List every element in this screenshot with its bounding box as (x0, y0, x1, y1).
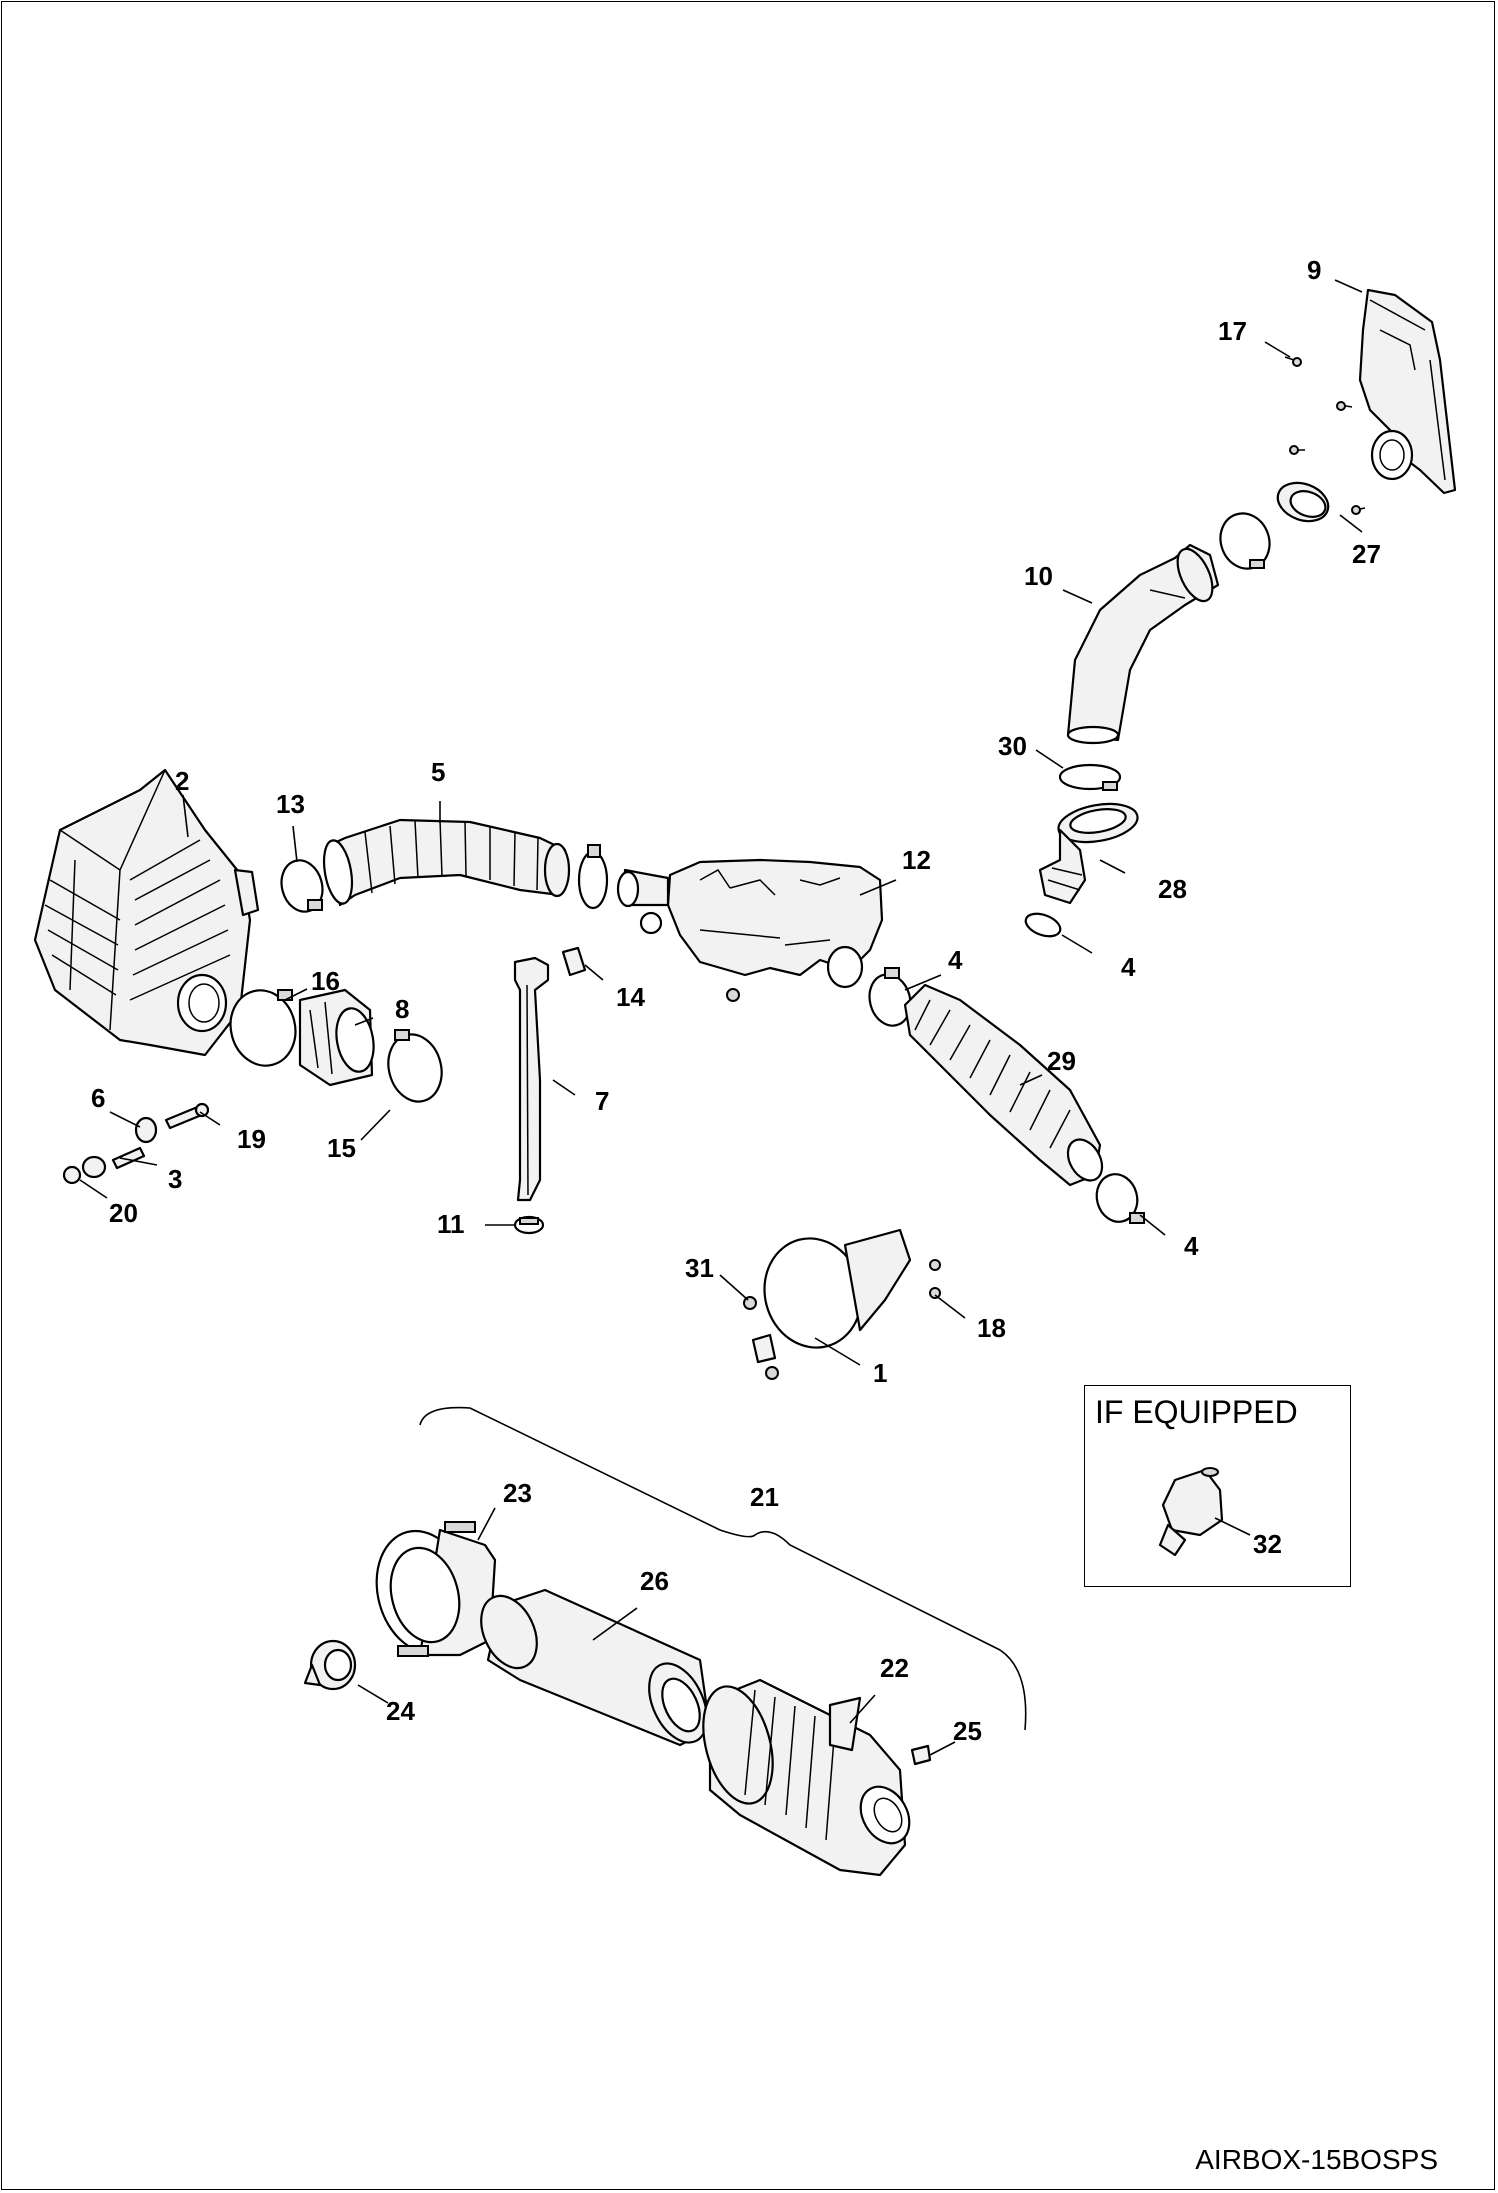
callout-18: 18 (977, 1313, 1006, 1343)
leader-lines (79, 279, 1363, 1756)
part-24-valve (303, 1639, 357, 1691)
callout-14: 14 (616, 982, 645, 1012)
callout-4-upper: 4 (1121, 952, 1136, 982)
callout-13: 13 (276, 789, 305, 819)
part-8-coupler (298, 988, 375, 1087)
callout-23: 23 (503, 1478, 532, 1508)
callout-17: 17 (1218, 316, 1247, 346)
callout-25: 25 (953, 1716, 982, 1746)
part-7-drain-hose (513, 956, 550, 1202)
part-5-intake-hose (322, 818, 571, 907)
callout-12: 12 (902, 845, 931, 875)
part-12-resonator (616, 858, 884, 1002)
callout-15: 15 (327, 1133, 356, 1163)
part-23-precleaner-cover (375, 1521, 497, 1657)
diagram-code: AIRBOX-15BOSPS (1195, 2144, 1438, 2175)
callout-4-mid: 4 (948, 945, 963, 975)
if-equipped-title: IF EQUIPPED (1095, 1394, 1298, 1430)
callout-labels: 9 17 27 10 30 28 4 2 13 5 12 14 4 29 16 … (91, 255, 1381, 1746)
callout-10: 10 (1024, 561, 1053, 591)
part-9-intake-duct (1358, 288, 1457, 495)
part-29-duct-hose (903, 983, 1104, 1187)
hose-clamp-29-upper (868, 967, 912, 1027)
callout-5: 5 (431, 757, 445, 787)
kit-21-bracket (419, 1406, 1027, 1731)
callout-6: 6 (91, 1083, 105, 1113)
callout-9: 9 (1307, 255, 1321, 285)
part-2-airbox (33, 768, 260, 1057)
hose-clamp-28-lower (1024, 912, 1062, 938)
callout-4-lower: 4 (1184, 1231, 1199, 1261)
part-1-mount-bracket (743, 1228, 941, 1380)
part-17-screws (1284, 356, 1366, 515)
callout-24: 24 (386, 1696, 415, 1726)
part-22-air-cleaner-housing (702, 1678, 911, 1877)
part-15-clamp (387, 1029, 443, 1103)
callout-2: 2 (175, 766, 189, 796)
callout-20: 20 (109, 1198, 138, 1228)
part-30-clamp (1058, 763, 1122, 791)
callout-29: 29 (1047, 1046, 1076, 1076)
hose-clamp-29-lower (1095, 1173, 1145, 1224)
callout-16: 16 (311, 966, 340, 996)
part-27-coupler (1276, 481, 1330, 523)
if-equipped-box: IF EQUIPPED (1084, 1385, 1351, 1587)
callout-31: 31 (685, 1253, 714, 1283)
hose-clamp-12 (577, 844, 609, 910)
callout-7: 7 (595, 1086, 609, 1116)
part-10-elbow-tube (1066, 543, 1220, 745)
hardware-6-3-19-20 (62, 1102, 210, 1185)
callout-26: 26 (640, 1566, 669, 1596)
part-25-plug (910, 1744, 932, 1766)
callout-32: 32 (1253, 1529, 1282, 1559)
callout-11: 11 (437, 1209, 465, 1239)
callout-28: 28 (1158, 874, 1187, 904)
hose-clamp-upper (1219, 512, 1271, 570)
callout-30: 30 (998, 731, 1027, 761)
callout-3: 3 (168, 1164, 182, 1194)
part-14-clip (561, 946, 587, 977)
callout-27: 27 (1352, 539, 1381, 569)
part-28-adapter (1038, 802, 1139, 905)
callout-1: 1 (873, 1358, 887, 1388)
callout-8: 8 (395, 994, 409, 1024)
part-13-clamp (280, 859, 324, 913)
part-26-filter-element (480, 1588, 712, 1747)
part-32-sensor (1158, 1467, 1224, 1557)
callout-19: 19 (237, 1124, 266, 1154)
callout-22: 22 (880, 1653, 909, 1683)
callout-21: 21 (750, 1482, 779, 1512)
part-11-hose-clamp (513, 1215, 545, 1235)
